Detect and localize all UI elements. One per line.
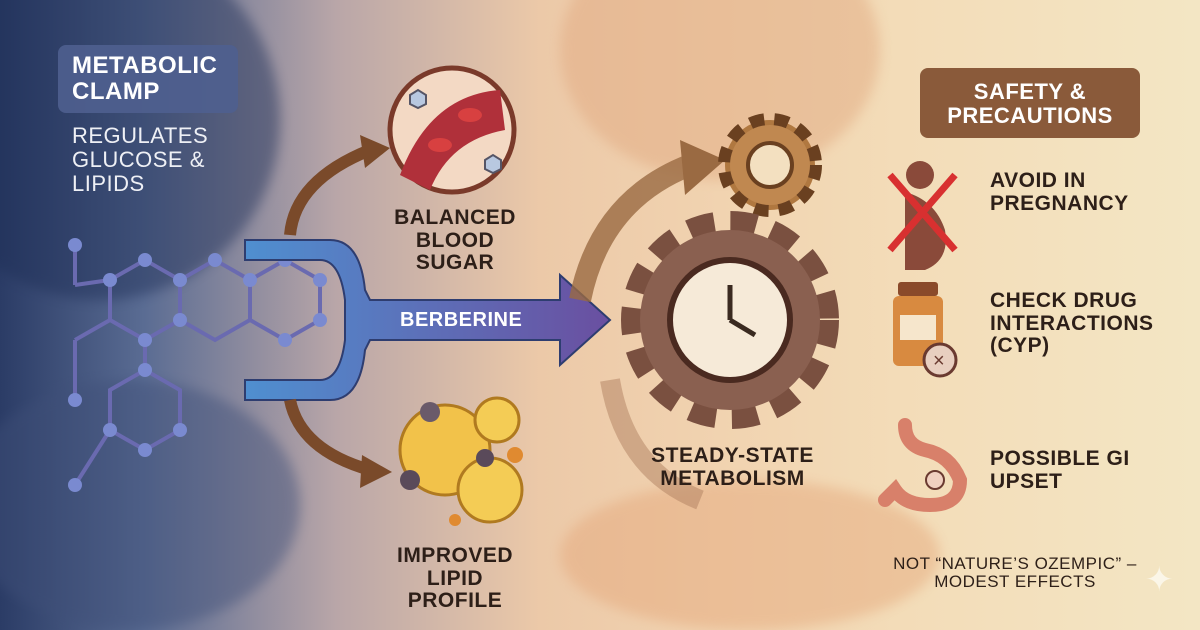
metabolic-clamp-subtitle: REGULATES GLUCOSE & LIPIDS <box>72 123 209 196</box>
berberine-label: BERBERINE <box>400 309 523 331</box>
branch-arrows <box>284 135 725 510</box>
metabolic-clamp-title: METABOLIC CLAMP <box>72 52 218 105</box>
gi-upset-label: POSSIBLE GI UPSET <box>990 447 1130 493</box>
drug-interactions-label: CHECK DRUG INTERACTIONS (CYP) <box>990 289 1154 358</box>
safety-title: SAFETY & PRECAUTIONS <box>947 79 1113 128</box>
sparkle-icon: ✦ <box>1145 561 1174 599</box>
blood-vessel-icon <box>387 65 517 195</box>
pregnancy-crossed-icon <box>887 161 958 270</box>
improved-lipid-profile-label: IMPROVED LIPID PROFILE <box>396 544 513 613</box>
safety-badge <box>920 68 1140 138</box>
svg-text:×: × <box>933 350 945 372</box>
metabolic-clamp-badge <box>58 45 238 113</box>
stomach-icon <box>878 418 968 513</box>
cell-bg <box>0 380 300 630</box>
clock-gear-icon <box>621 211 839 429</box>
cell-bg <box>560 480 940 630</box>
small-gear-icon <box>718 113 822 217</box>
balanced-blood-sugar-label: BALANCED BLOOD SUGAR <box>394 206 516 275</box>
lipid-droplets-icon <box>398 396 524 526</box>
steady-state-metabolism-label: STEADY-STATE METABOLISM <box>651 444 814 490</box>
pill-bottle-icon: × <box>893 282 958 378</box>
avoid-pregnancy-label: AVOID IN PREGNANCY <box>990 169 1129 215</box>
berberine-clamp-arrow <box>244 239 612 401</box>
footnote: NOT “NATURE’S OZEMPIC” – MODEST EFFECTS <box>893 554 1137 592</box>
berberine-molecule-icon <box>68 238 327 492</box>
